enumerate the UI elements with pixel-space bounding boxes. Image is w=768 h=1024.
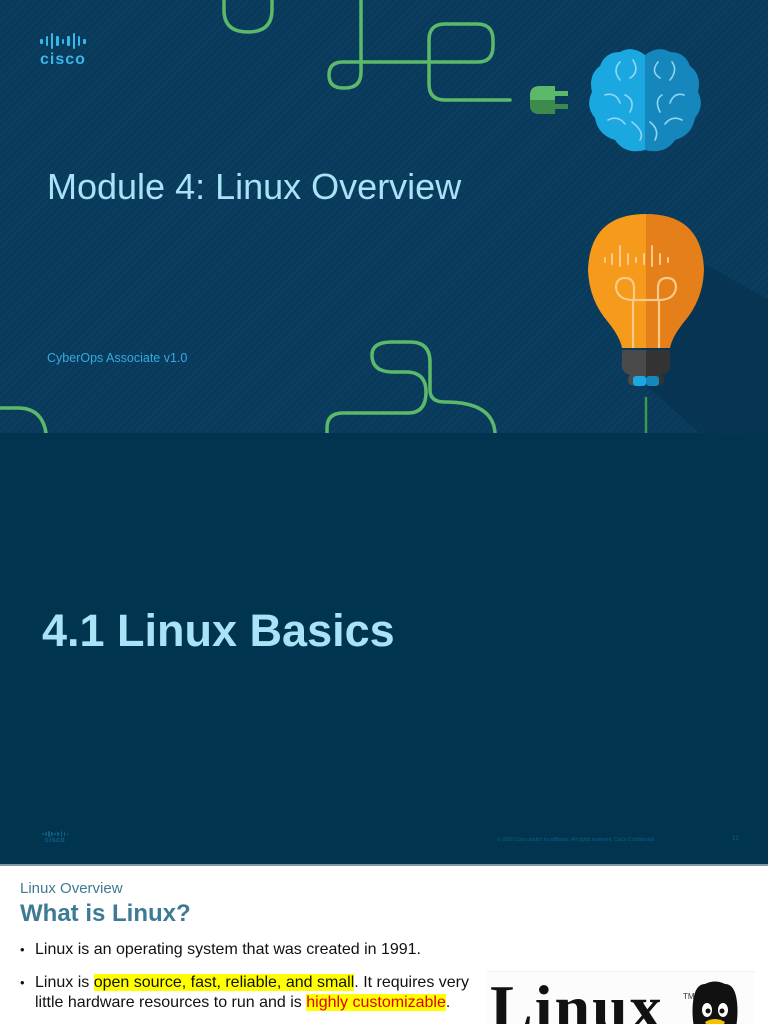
decorative-artwork: [0, 0, 768, 433]
footer-cisco-logo: cisco: [42, 831, 69, 844]
bullet-text: .: [445, 994, 451, 1011]
cisco-wordmark: cisco: [44, 837, 66, 844]
page-number: 12: [732, 836, 739, 842]
linux-wordmark: Linux: [490, 972, 664, 1024]
bullet-text: Linux is: [35, 974, 94, 991]
linux-logo-image: Linux TM: [487, 971, 755, 1024]
content-slide: Linux Overview What is Linux? Linux is a…: [0, 868, 768, 1024]
trademark-mark: TM: [683, 992, 695, 1001]
bullet-list: Linux is an operating system that was cr…: [20, 940, 470, 1024]
cisco-logo: cisco: [40, 33, 86, 69]
bullet-text: . It requires very little hardware resou…: [35, 974, 469, 1011]
cisco-bars-icon: [40, 33, 86, 49]
highlighted-text: open source, fast, reliable, and small: [93, 974, 355, 991]
brain-icon: [589, 49, 701, 152]
cable-curve-icon: [0, 0, 512, 433]
cisco-wordmark: cisco: [40, 51, 86, 68]
footer-copyright: © 2016 Cisco and/or its affiliates. All …: [497, 837, 655, 843]
plug-icon: [530, 86, 568, 114]
bullet-item: Linux is an operating system that was cr…: [20, 940, 470, 960]
section-title: 4.1 Linux Basics: [42, 605, 395, 656]
cisco-bars-icon: [42, 831, 69, 837]
content-title: What is Linux?: [20, 900, 191, 927]
title-slide: cisco: [0, 0, 768, 433]
section-slide: 4.1 Linux Basics cisco © 2016 Cisco and/…: [0, 433, 768, 866]
tux-penguin-icon: [692, 981, 738, 1024]
course-label: CyberOps Associate v1.0: [47, 351, 188, 365]
highlighted-red-text: highly customizable: [306, 994, 446, 1011]
section-kicker: Linux Overview: [20, 880, 123, 897]
bullet-item: Linux is open source, fast, reliable, an…: [20, 973, 470, 1013]
module-title: Module 4: Linux Overview: [47, 166, 462, 207]
lightbulb-icon: [588, 214, 704, 386]
